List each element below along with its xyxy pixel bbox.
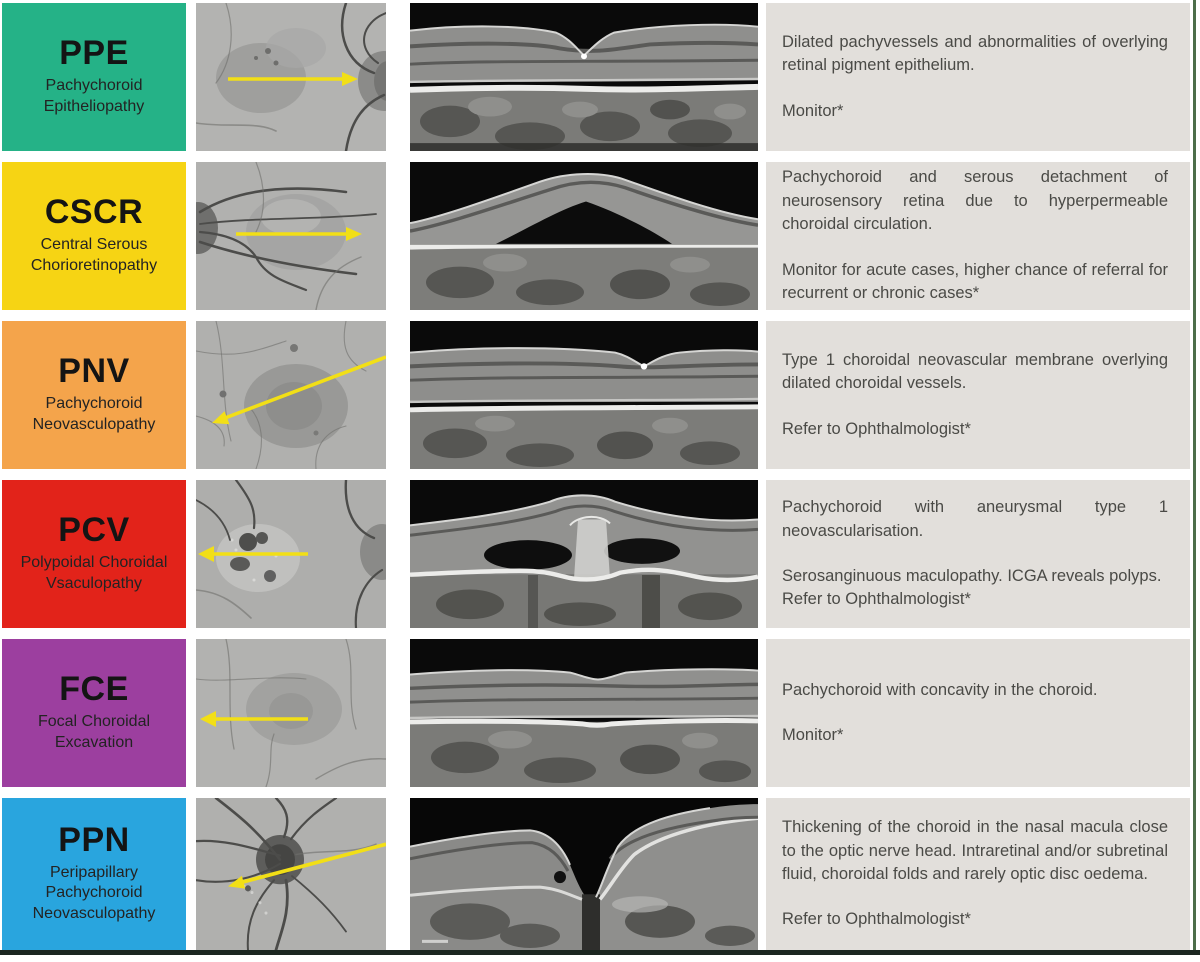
pnv-label-box: PNV Pachychoroid Neovasculopathy [2,321,186,469]
ppe-description: Dilated pachyvessels and abnormalities o… [782,32,1168,75]
pcv-description-panel: Pachychoroid with aneurysmal type 1 neov… [766,480,1190,628]
row-ppn: PPN Peripapillary Pachychoroid Neovascul… [2,798,1190,950]
ppn-abbr: PPN [58,820,130,859]
cscr-fundus-image [196,162,386,310]
ppn-action: Refer to Ophthalmologist* [782,910,971,929]
frame-bottom-bar [0,950,1200,955]
pointer-arrow [224,355,386,420]
fundus-illustration [196,3,386,151]
oct-illustration [410,162,758,310]
pnv-fundus-image [196,321,386,469]
pnv-description-panel: Type 1 choroidal neovascular membrane ov… [766,321,1190,469]
ppe-fundus-image [196,3,386,151]
pnv-name: Pachychoroid Neovasculopathy [32,395,156,433]
fundus-illustration [196,480,386,628]
pcv-oct-image [410,480,758,628]
oct-illustration [410,480,758,628]
cscr-action: Monitor for acute cases, higher chance o… [782,260,1168,303]
pcv-label-box: PCV Polypoidal Choroidal Vsaculopathy [2,480,186,628]
oct-illustration [410,321,758,469]
pcv-name: Polypoidal Choroidal Vsaculopathy [20,554,168,592]
fce-description-panel: Pachychoroid with concavity in the choro… [766,639,1190,787]
ppn-fundus-image [196,798,386,950]
fundus-illustration [196,162,386,310]
fce-abbr: FCE [59,670,129,709]
cscr-label-box: CSCR Central Serous Chorioretinopathy [2,162,186,310]
row-ppe: PPE Pachychoroid Epitheliopathy [2,3,1190,151]
ppn-label-box: PPN Peripapillary Pachychoroid Neovascul… [2,798,186,950]
cscr-description: Pachychoroid and serous detachment of ne… [782,168,1168,234]
ppe-oct-image [410,3,758,151]
fce-description: Pachychoroid with concavity in the choro… [782,680,1098,699]
ppe-abbr: PPE [59,34,129,73]
cscr-oct-image [410,162,758,310]
fce-fundus-image [196,639,386,787]
rows-container: PPE Pachychoroid Epitheliopathy [2,3,1190,950]
pointer-arrow [241,842,386,885]
ppe-description-panel: Dilated pachyvessels and abnormalities o… [766,3,1190,151]
ppn-description-panel: Thickening of the choroid in the nasal m… [766,798,1190,950]
row-pcv: PCV Polypoidal Choroidal Vsaculopathy [2,480,1190,628]
cscr-abbr: CSCR [44,193,144,232]
pcv-description: Pachychoroid with aneurysmal type 1 neov… [782,498,1168,540]
pnv-action: Refer to Ophthalmologist* [782,419,971,438]
pnv-abbr: PNV [58,352,130,391]
cscr-description-panel: Pachychoroid and serous detachment of ne… [766,162,1190,310]
row-pnv: PNV Pachychoroid Neovasculopathy [2,321,1190,469]
fundus-illustration [196,321,386,469]
row-cscr: CSCR Central Serous Chorioretinopathy [2,162,1190,310]
fce-label-box: FCE Focal Choroidal Excavation [2,639,186,787]
ppe-action: Monitor* [782,101,844,120]
fundus-illustration [196,798,386,950]
pnv-oct-image [410,321,758,469]
fce-oct-image [410,639,758,787]
scale-bar [422,939,448,943]
fce-action: Monitor* [782,726,844,744]
fundus-illustration [196,639,386,787]
pcv-abbr: PCV [58,511,130,550]
oct-illustration [410,3,758,151]
pnv-description: Type 1 choroidal neovascular membrane ov… [782,350,1168,393]
row-fce: FCE Focal Choroidal Excavation [2,639,1190,787]
ppe-name: Pachychoroid Epitheliopathy [43,77,145,115]
ppe-label-box: PPE Pachychoroid Epitheliopathy [2,3,186,151]
ppn-description: Thickening of the choroid in the nasal m… [782,818,1168,883]
frame-right-border [1193,0,1196,950]
pcv-action: Serosanginuous maculopathy. ICGA reveals… [782,567,1162,609]
fce-name: Focal Choroidal Excavation [37,713,151,751]
oct-illustration [410,639,758,787]
cscr-name: Central Serous Chorioretinopathy [30,236,158,274]
oct-illustration [410,798,758,950]
ppn-name: Peripapillary Pachychoroid Neovasculopat… [32,863,156,923]
pcv-fundus-image [196,480,386,628]
ppn-oct-image [410,798,758,950]
